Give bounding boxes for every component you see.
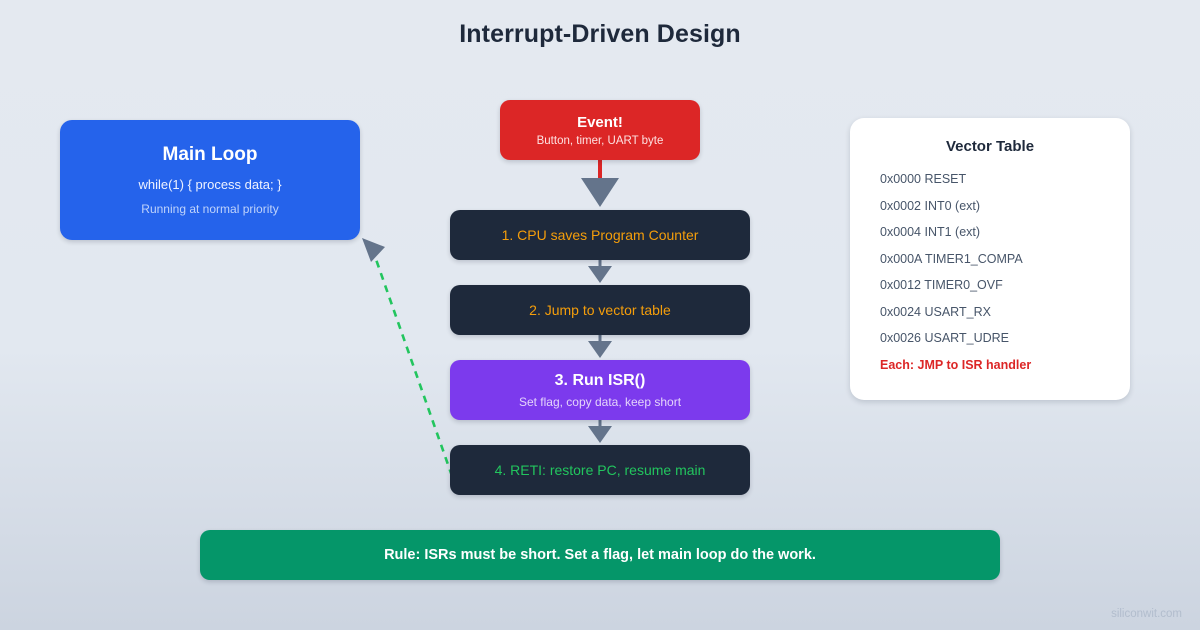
step-3-box[interactable]: 3. Run ISR() Set flag, copy data, keep s… <box>450 360 750 420</box>
event-title: Event! <box>577 113 623 131</box>
vector-table-note: Each: JMP to ISR handler <box>880 357 1032 372</box>
vector-table-row: 0x000A TIMER1_COMPA <box>880 251 1023 266</box>
step-4-box[interactable]: 4. RETI: restore PC, resume main <box>450 445 750 495</box>
page-title: Interrupt-Driven Design <box>459 20 741 48</box>
main-loop-code: while(1) { process data; } <box>138 177 282 192</box>
event-subtitle: Button, timer, UART byte <box>536 134 664 147</box>
step-3-subtitle: Set flag, copy data, keep short <box>518 394 682 409</box>
vector-table-title: Vector Table <box>945 138 1035 155</box>
vector-table-row: 0x0004 INT1 (ext) <box>880 225 981 239</box>
rule-banner: Rule: ISRs must be short. Set a flag, le… <box>200 530 1000 580</box>
step-1-box[interactable]: 1. CPU saves Program Counter <box>450 210 750 260</box>
step3-to-step4-arrowhead <box>588 426 612 443</box>
return-to-main-loop-arrowhead <box>362 238 385 262</box>
step-2-label: 2. Jump to vector table <box>529 302 671 318</box>
main-loop-box[interactable]: Main Loop while(1) { process data; } Run… <box>60 120 360 240</box>
vector-table-row: 0x0002 INT0 (ext) <box>880 198 981 213</box>
step-4-label: 4. RETI: restore PC, resume main <box>494 462 706 478</box>
step-3-label: 3. Run ISR() <box>554 371 646 389</box>
step2-to-step3-arrowhead <box>588 341 612 358</box>
main-loop-title: Main Loop <box>162 144 258 165</box>
vector-table-row: 0x0000 RESET <box>880 172 967 186</box>
vector-table-row: 0x0024 USART_RX <box>880 304 991 319</box>
vector-table-row: 0x0026 USART_UDRE <box>880 331 1009 345</box>
event-box[interactable]: Event! Button, timer, UART byte <box>500 100 700 160</box>
return-to-main-loop-line <box>370 247 454 477</box>
step1-to-step2-arrowhead <box>588 266 612 283</box>
main-loop-note: Running at normal priority <box>141 202 279 216</box>
rule-banner-text: Rule: ISRs must be short. Set a flag, le… <box>384 547 816 563</box>
step-2-box[interactable]: 2. Jump to vector table <box>450 285 750 335</box>
watermark: siliconwit.com <box>1111 608 1182 620</box>
event-to-step1-arrowhead <box>581 178 619 207</box>
vector-table-row: 0x0012 TIMER0_OVF <box>880 278 1003 292</box>
vector-table-card[interactable]: Vector Table 0x0000 RESET 0x0002 INT0 (e… <box>850 118 1130 400</box>
step-1-label: 1. CPU saves Program Counter <box>501 227 699 243</box>
